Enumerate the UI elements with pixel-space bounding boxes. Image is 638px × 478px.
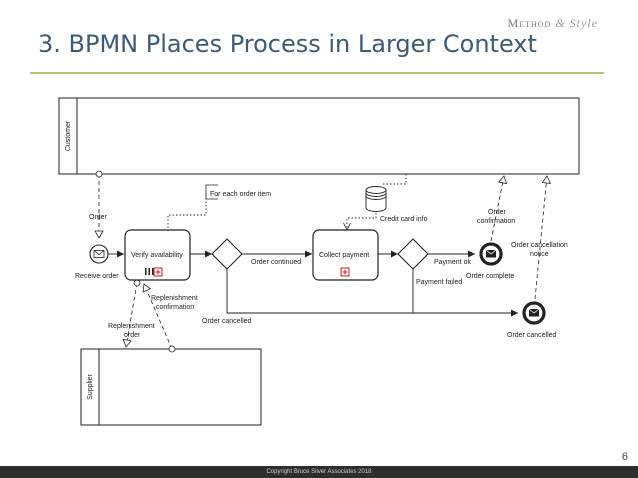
envelope-icon <box>528 308 540 317</box>
msg-label-order-confirmation-2: confirmation <box>477 218 515 225</box>
associations <box>167 174 407 230</box>
annotation-text: For each order item <box>210 191 271 198</box>
task-verify-availability[interactable]: Verify availability <box>124 229 191 281</box>
supplier-pool: Supplier <box>80 348 262 426</box>
data-output-association <box>347 213 377 230</box>
msg-label-order-confirmation-1: Order <box>488 209 507 216</box>
event-label-receive-order: Receive order <box>75 273 119 280</box>
task-collect-payment[interactable]: Collect payment <box>312 229 379 281</box>
footer-copyright: Copyright Bruce Silver Associates 2018 <box>0 466 638 478</box>
gateway-payment <box>397 238 429 270</box>
gateway-availability <box>211 238 243 270</box>
brand-ampersand: & <box>555 16 566 30</box>
msgflow-origin <box>133 279 141 287</box>
subprocess-marker-icon <box>153 267 163 277</box>
msg-label-replenishment-confirmation-1: Replenishment <box>151 295 198 302</box>
flow-label-order-cancelled: Order cancelled <box>202 318 252 325</box>
event-label-order-cancelled: Order cancelled <box>507 332 557 339</box>
customer-pool: Customer <box>58 97 580 175</box>
msgflow-origin <box>168 345 176 353</box>
start-event-receive-order[interactable] <box>89 244 109 264</box>
msg-label-cancel-notice-1: Order cancellation <box>511 242 568 249</box>
end-event-order-cancelled[interactable] <box>522 301 546 325</box>
flow-label-payment-failed: Payment failed <box>416 279 462 286</box>
data-store-label: Credit card info <box>380 216 428 223</box>
flow-label-order-continued: Order continued <box>251 259 301 266</box>
flow-label-payment-ok: Payment ok <box>434 259 471 266</box>
supplier-pool-label: Supplier <box>87 373 94 399</box>
title-divider <box>30 72 604 74</box>
brand-style: Style <box>569 16 598 30</box>
brand-logo: Method & Style <box>508 16 598 31</box>
task-verify-label: Verify availability <box>131 252 183 259</box>
msg-label-order: Order <box>89 214 108 221</box>
msg-label-replenishment-order-2: order <box>124 332 141 339</box>
message-flows <box>99 174 547 350</box>
end-event-order-complete[interactable] <box>479 242 503 266</box>
msgflow-origin <box>95 170 103 178</box>
subprocess-marker-icon <box>340 267 350 277</box>
page-title: 3. BPMN Places Process in Larger Context <box>38 30 537 58</box>
data-store-credit-card: Credit card info <box>365 186 428 223</box>
brand-method: Method <box>507 16 552 30</box>
task-collect-label: Collect payment <box>319 252 369 259</box>
annotation-association <box>167 199 207 228</box>
data-input-association <box>382 174 407 185</box>
seqflow-order-cancelled <box>226 269 518 317</box>
msgflow-cancel-notice <box>534 176 547 300</box>
multi-instance-marker-icon <box>145 268 154 275</box>
customer-pool-label: Customer <box>65 120 72 151</box>
sequence-flows <box>108 250 518 317</box>
msg-label-replenishment-order-1: Replenishment <box>108 323 155 330</box>
event-label-order-complete: Order complete <box>466 273 514 280</box>
envelope-icon <box>485 249 497 258</box>
msgflow-replenishment-order <box>126 282 138 347</box>
msg-label-cancel-notice-2: notice <box>530 251 549 258</box>
msgflow-replenishment-confirmation <box>144 284 173 350</box>
msg-label-replenishment-confirmation-2: confirmation <box>156 304 194 311</box>
text-annotation: For each order item <box>205 184 271 200</box>
page-number: 6 <box>621 451 628 463</box>
envelope-icon <box>93 250 105 258</box>
